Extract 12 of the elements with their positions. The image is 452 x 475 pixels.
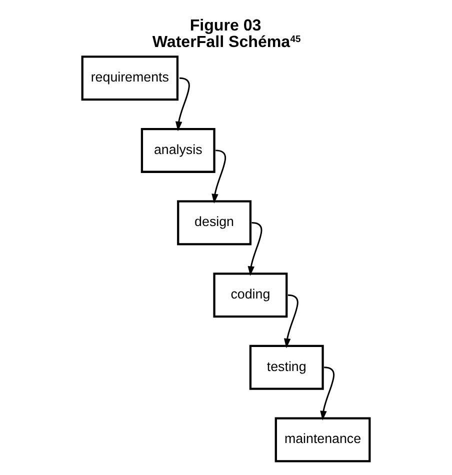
arrow bbox=[284, 294, 298, 348]
node-box: design bbox=[177, 200, 252, 246]
node-box: maintenance bbox=[274, 417, 371, 462]
arrow bbox=[212, 150, 226, 204]
arrow bbox=[320, 366, 335, 421]
node-box: analysis bbox=[140, 128, 216, 173]
node-box: testing bbox=[249, 344, 324, 390]
diagram-title: Figure 03 WaterFall Schéma$^{45}$ bbox=[152, 16, 301, 51]
node-box: requirements bbox=[81, 56, 179, 101]
node-box: coding bbox=[213, 272, 288, 318]
arrow bbox=[175, 77, 190, 132]
arrow bbox=[248, 222, 262, 276]
